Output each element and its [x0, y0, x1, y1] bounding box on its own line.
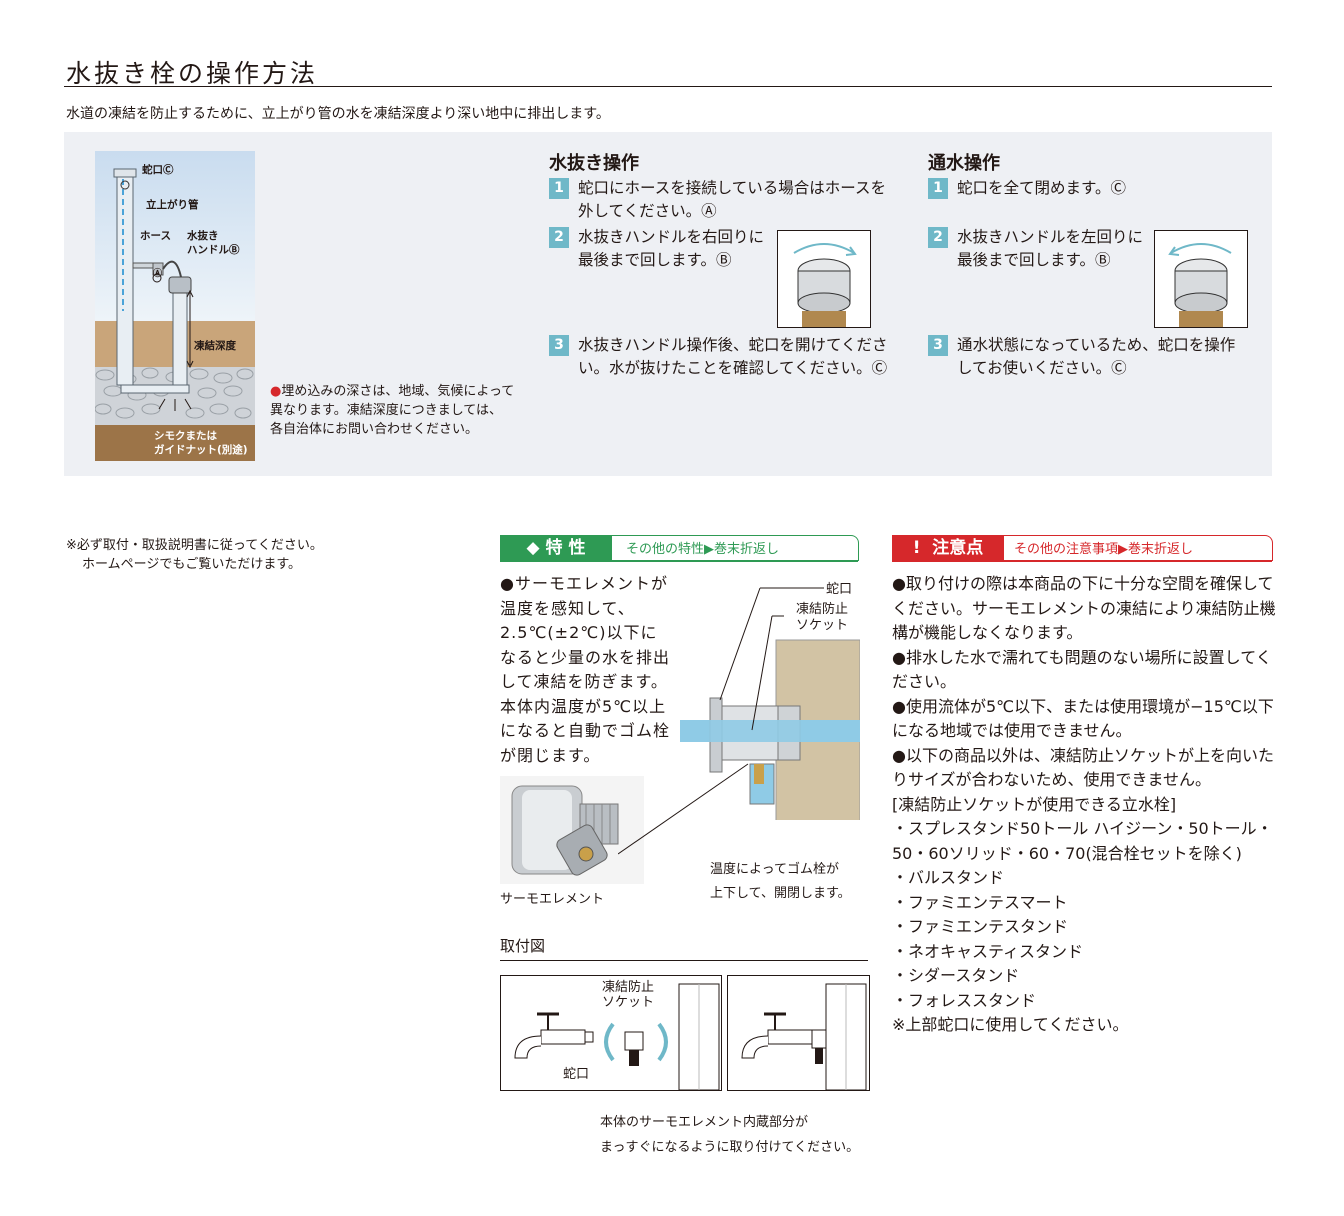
cautions-underline: [892, 560, 1272, 562]
label-handle-2: ハンドルⒷ: [187, 244, 240, 256]
drain-step-3: 3 水抜きハンドル操作後、蛇口を開けてください。水が抜けたことを確認してください…: [549, 334, 889, 380]
cautions-footer: ※上部蛇口に使用してください。: [892, 1015, 1129, 1034]
step-number: 2: [549, 227, 569, 248]
intro-text: 水道の凍結を防止するために、立上がり管の水を凍結深度より深い地中に排出します。: [66, 106, 610, 122]
depth-note: ●埋め込みの深さは、地域、気候によって異なります。凍結深度につきましては、各自治…: [270, 382, 515, 439]
install-note: 本体のサーモエレメント内蔵部分が まっすぐになるように取り付けてください。: [600, 1110, 859, 1160]
cautions-tab: ! 注意点: [892, 535, 1004, 561]
manual-note-line-2: ホームページでもご覧いただけます。: [82, 557, 302, 572]
step-text: 蛇口を全て閉めます。Ⓒ: [957, 179, 1126, 197]
supply-step-2: 2 水抜きハンドルを左回りに最後まで回します。Ⓑ: [928, 226, 1150, 272]
features-tab: ◆ 特 性: [500, 535, 612, 561]
label-handle-1: 水抜き: [187, 230, 219, 242]
thermo-element-photo: [500, 776, 644, 884]
drain-title: 水抜き操作: [549, 153, 639, 174]
install-title: 取付図: [500, 937, 546, 955]
manual-note: ※必ず取付・取扱説明書に従ってください。 ホームページでもご覧いただけます。: [66, 536, 323, 574]
stand-list-item: ・ファミエンテスタンド: [892, 917, 1069, 936]
leader-lines: [618, 763, 749, 855]
diamond-icon: ◆: [526, 538, 540, 558]
features-link[interactable]: その他の特性▶巻末折返し: [626, 542, 779, 557]
cautions-link[interactable]: その他の注意事項▶巻末折返し: [1014, 542, 1193, 557]
install-note-line-2: まっすぐになるように取り付けてください。: [600, 1140, 860, 1155]
install-divider: [500, 960, 868, 961]
drain-step-2: 2 水抜きハンドルを右回りに最後まで回します。Ⓑ: [549, 226, 771, 272]
step-number: 3: [928, 335, 948, 356]
caution-item: ●以下の商品以外は、凍結防止ソケットが上を向いたりサイズが合わないため、使用でき…: [892, 745, 1274, 790]
thermo-element-caption: サーモエレメント: [500, 892, 605, 907]
install-note-line-1: 本体のサーモエレメント内蔵部分が: [600, 1115, 809, 1130]
supply-step-3: 3 通水状態になっているため、蛇口を操作してお使いください。Ⓒ: [928, 334, 1248, 380]
stand-list-item: ・ファミエンテスマート: [892, 892, 1068, 912]
install-socket-label: 凍結防止 ソケット: [602, 980, 654, 1010]
warning-icon: !: [912, 538, 921, 558]
page-title: 水抜き栓の操作方法: [66, 59, 319, 88]
title-divider: [64, 86, 1272, 87]
caution-item: ●使用流体が5℃以下、または使用環境が−15℃以下になる地域では使用できません。: [892, 696, 1274, 741]
features-tab-frame: [612, 535, 859, 561]
stand-list-item: ・バルスタンド: [892, 868, 1005, 887]
cautions-tab-frame: [1004, 535, 1273, 561]
install-figure-after: [727, 975, 870, 1091]
features-underline: [500, 560, 858, 562]
caution-item: ●取り付けの際は本商品の下に十分な空間を確保してください。サーモエレメントの凍結…: [892, 574, 1276, 642]
operation-panel: [64, 132, 1272, 476]
install-faucet-label: 蛇口: [563, 1067, 590, 1082]
socket-caption: 温度によってゴム栓が 上下して、開閉します。: [710, 858, 851, 906]
label-socket-line-1: 凍結防止: [796, 602, 849, 617]
handle-left-illustration: [1154, 230, 1248, 328]
drain-faucet-diagram: [95, 151, 255, 461]
step-text: 水抜きハンドル操作後、蛇口を開けてください。水が抜けたことを確認してください。Ⓒ: [578, 336, 888, 377]
step-text: 水抜きハンドルを右回りに最後まで回します。Ⓑ: [578, 228, 765, 269]
features-text: ●サーモエレメントが温度を感知して、2.5℃(±2℃)以下になると少量の水を排出…: [500, 574, 671, 765]
install-socket-line-1: 凍結防止: [602, 980, 655, 995]
install-socket-line-2: ソケット: [602, 995, 655, 1010]
socket-caption-line-2: 上下して、開閉します。: [710, 886, 851, 901]
label-faucet: 蛇口Ⓒ: [142, 164, 174, 176]
step-text: 水抜きハンドルを左回りに最後まで回します。Ⓑ: [957, 228, 1144, 269]
handle-right-illustration: [777, 230, 871, 328]
depth-note-text: 埋め込みの深さは、地域、気候によって異なります。凍結深度につきましては、各自治体…: [270, 384, 515, 437]
socket-caption-line-1: 温度によってゴム栓が: [710, 862, 839, 877]
label-depth: 凍結深度: [194, 340, 236, 352]
cautions-tab-label: 注意点: [932, 538, 984, 558]
step-text: 蛇口にホースを接続している場合はホースを外してください。Ⓐ: [578, 179, 886, 220]
manual-note-line-1: ※必ず取付・取扱説明書に従ってください。: [66, 538, 323, 553]
step-number: 3: [549, 335, 569, 356]
features-tab-label: 特 性: [545, 538, 586, 558]
label-socket: 凍結防止 ソケット: [796, 602, 848, 634]
supply-step-1: 1 蛇口を全て閉めます。Ⓒ: [928, 177, 1248, 200]
stand-list-item: ・フォレススタンド: [892, 990, 1037, 1010]
label-bottom-1: シモクまたは: [154, 430, 217, 442]
stand-list-item: ・スプレスタンド50トール ハイジーン・50トール・50・60ソリッド・60・7…: [892, 819, 1273, 863]
step-number: 2: [928, 227, 948, 248]
step-text: 通水状態になっているため、蛇口を操作してお使いください。Ⓒ: [957, 336, 1236, 377]
cautions-body: ●取り付けの際は本商品の下に十分な空間を確保してください。サーモエレメントの凍結…: [892, 572, 1278, 1038]
install-figure-before: [500, 975, 722, 1091]
label-socket-faucet: 蛇口: [826, 582, 853, 597]
stand-list-item: ・シダースタンド: [892, 966, 1020, 985]
supply-title: 通水操作: [928, 153, 1000, 174]
stand-list-title: [凍結防止ソケットが使用できる立水栓]: [892, 794, 1177, 814]
label-pipe: 立上がり管: [146, 199, 199, 211]
drain-step-1: 1 蛇口にホースを接続している場合はホースを外してください。Ⓐ: [549, 177, 889, 223]
step-number: 1: [549, 178, 569, 199]
label-hose: ホース: [140, 230, 171, 242]
label-bottom-2: ガイドナット(別途): [154, 444, 248, 456]
label-hose-mark: Ⓐ: [153, 269, 163, 279]
label-socket-line-2: ソケット: [796, 618, 849, 633]
step-number: 1: [928, 178, 948, 199]
caution-item: ●排水した水で濡れても問題のない場所に設置してください。: [892, 647, 1272, 692]
depth-note-bullet: ●: [270, 384, 282, 399]
stand-list-item: ・ネオキャスティスタンド: [892, 941, 1084, 961]
socket-cutaway-diagram: [680, 580, 860, 820]
